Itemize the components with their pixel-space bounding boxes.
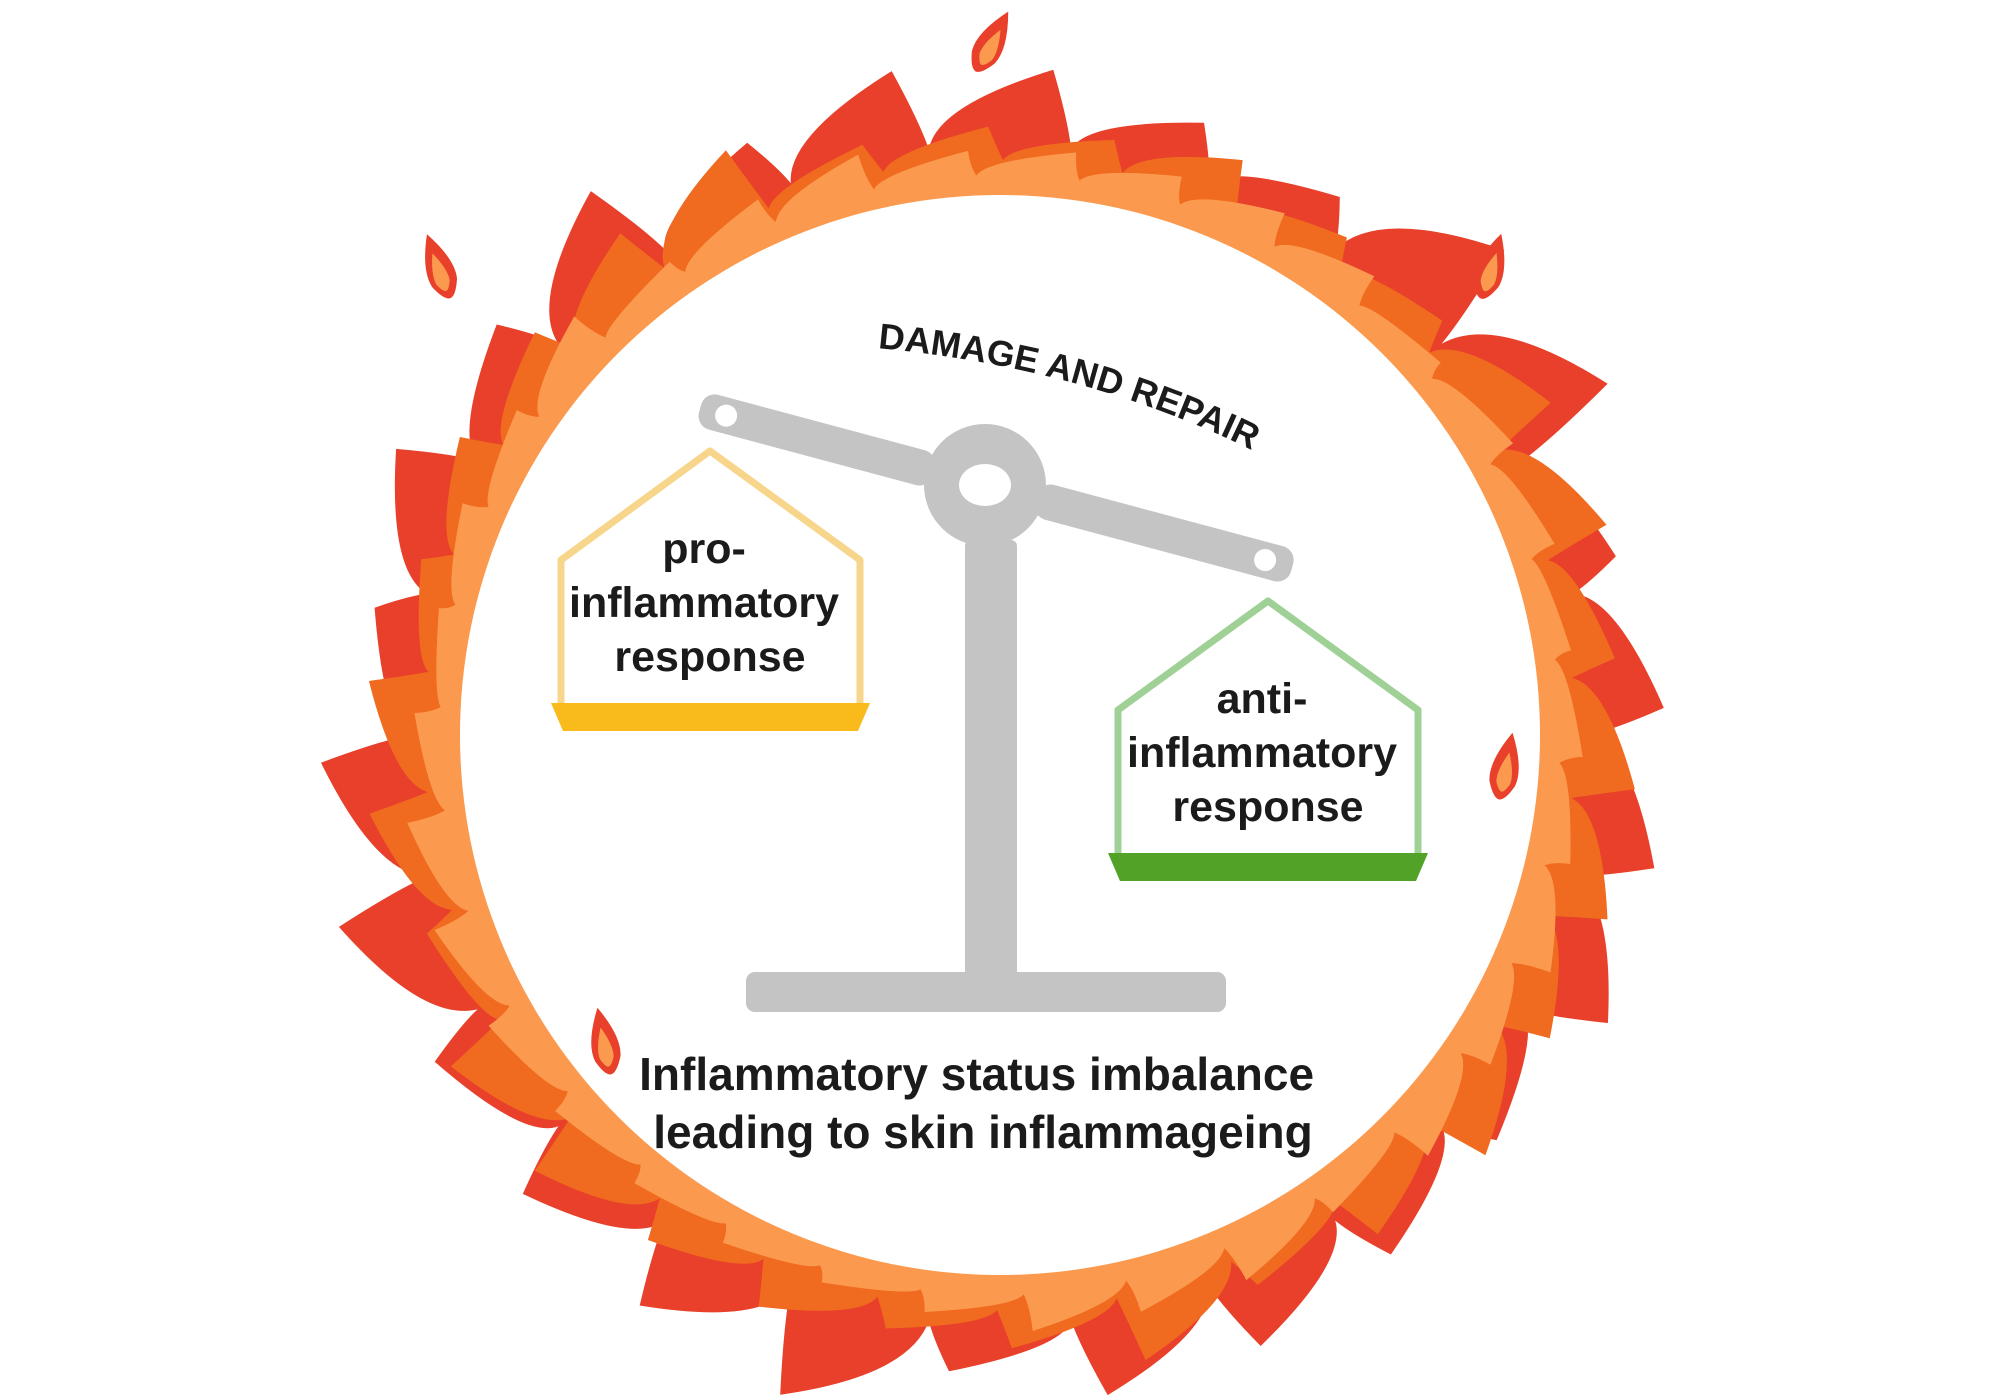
beam-right-hole <box>1254 549 1277 572</box>
diagram-caption: Inflammatory status imbalance leading to… <box>639 1048 1327 1158</box>
scale-post <box>965 540 1017 990</box>
right-pan-base <box>1108 853 1428 881</box>
scale-base <box>746 972 1226 1012</box>
scale-beam <box>698 394 1294 582</box>
balance-scale-icon: pro- inflammatory response anti- inflamm… <box>551 394 1428 1012</box>
flame-spark-core <box>1480 252 1498 292</box>
left-pan-label: pro- inflammatory response <box>569 525 851 681</box>
beam-left-hole <box>715 404 738 427</box>
caption-line-1: Inflammatory status imbalance <box>639 1048 1314 1100</box>
right-pan-line-1: anti- <box>1217 675 1308 723</box>
scale-beam-left-arm <box>698 394 936 486</box>
right-pan: anti- inflammatory response <box>1108 597 1428 881</box>
flame-spark-core <box>432 253 450 292</box>
right-pan-outline <box>1114 597 1422 860</box>
left-pan-outline <box>557 447 864 710</box>
left-pan-line-1: pro- <box>662 525 746 573</box>
left-pan-line-3: response <box>614 633 805 681</box>
scale-beam-right-arm <box>1034 484 1294 582</box>
left-pan: pro- inflammatory response <box>551 447 870 731</box>
right-pan-label: anti- inflammatory response <box>1127 675 1409 831</box>
right-pan-line-3: response <box>1172 783 1363 831</box>
right-pan-line-2: inflammatory <box>1127 729 1397 777</box>
flame-spark-core <box>1496 752 1512 792</box>
scale-pivot-hole <box>959 464 1011 506</box>
flame-sparks <box>425 11 1519 1075</box>
caption-line-2: leading to skin inflammageing <box>653 1106 1312 1158</box>
left-pan-line-2: inflammatory <box>569 579 839 627</box>
flame-spark-core <box>979 29 1001 66</box>
flame-spark-core <box>598 1027 614 1067</box>
left-pan-base <box>551 703 870 731</box>
